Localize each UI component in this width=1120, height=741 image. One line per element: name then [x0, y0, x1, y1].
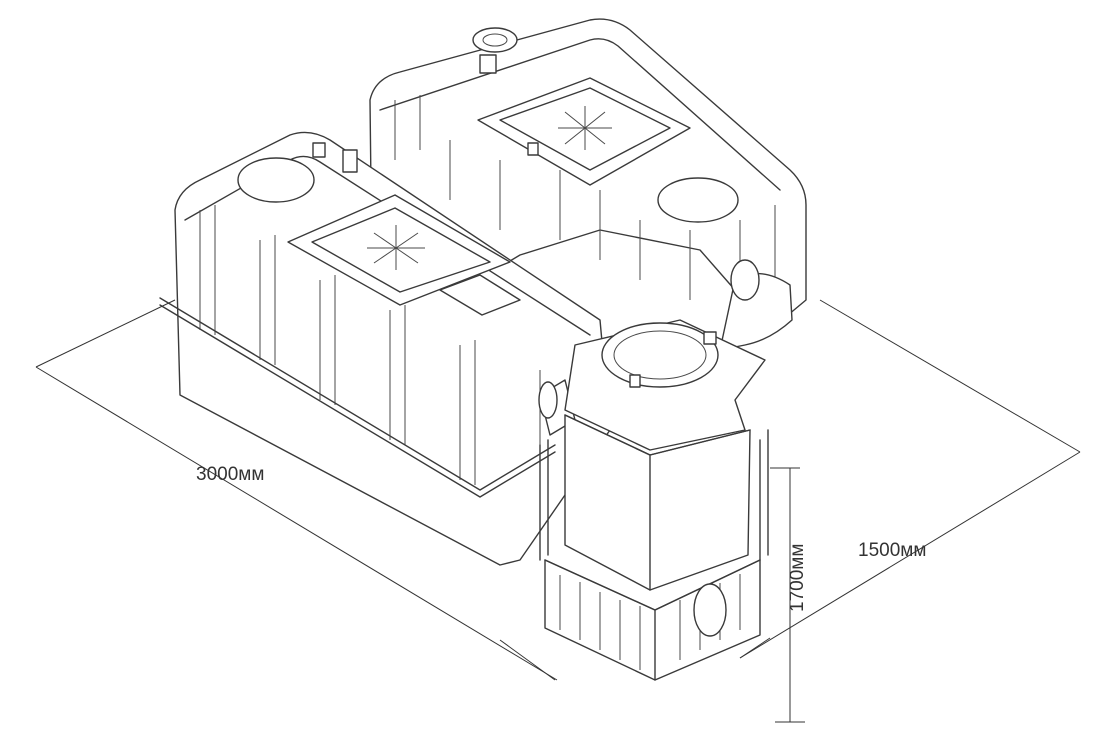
dimension-height: 1700мм	[770, 467, 808, 723]
height-label: 1700мм	[787, 544, 808, 612]
front-hatch-star-icon	[367, 225, 425, 270]
front-fitting-1	[312, 142, 326, 158]
length-label: 3000мм	[196, 464, 264, 485]
dimension-width: 1500мм	[739, 299, 1081, 659]
front-round-lid	[237, 157, 315, 203]
treatment-module	[539, 319, 769, 681]
rear-fitting	[479, 54, 497, 74]
dimension-length: 3000мм	[35, 299, 558, 681]
front-fitting-2	[342, 149, 358, 173]
rear-round-lid	[657, 177, 739, 223]
width-label: 1500мм	[858, 540, 926, 561]
module-top-lid	[601, 322, 719, 388]
rear-hatch-star-icon	[558, 106, 612, 150]
front-tank	[159, 131, 611, 566]
rear-flange	[472, 27, 518, 53]
connecting-pipes	[538, 259, 793, 436]
